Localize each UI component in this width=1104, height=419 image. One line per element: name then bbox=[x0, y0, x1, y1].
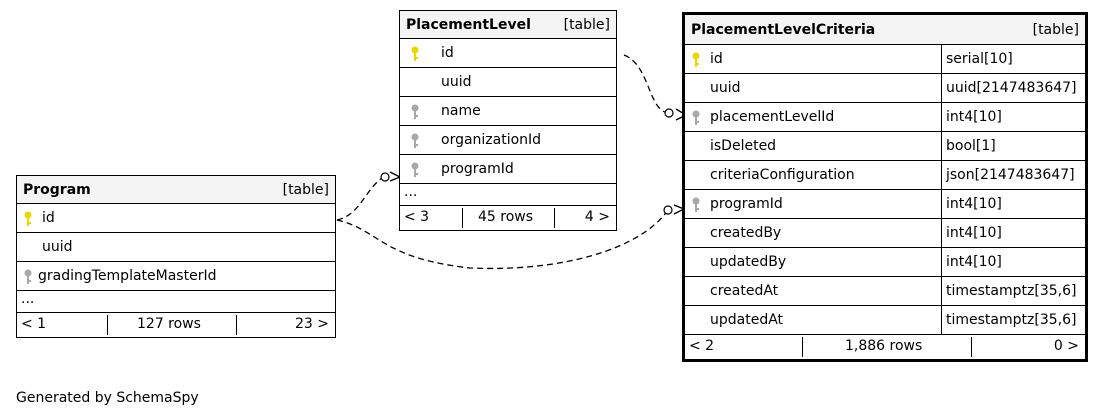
column-row[interactable]: programId int4[10] bbox=[685, 190, 1085, 219]
column-name: id bbox=[441, 45, 454, 61]
table-footer: < 3 45 rows 4 > bbox=[400, 206, 616, 230]
row-count: 1,886 rows bbox=[845, 338, 923, 354]
column-row[interactable]: updatedAt timestamptz[35,6] bbox=[685, 306, 1085, 335]
column-type: bool[1] bbox=[941, 132, 996, 160]
foreign-key-icon bbox=[411, 104, 419, 119]
column-type: int4[10] bbox=[941, 219, 1002, 247]
column-row[interactable]: createdBy int4[10] bbox=[685, 219, 1085, 248]
table-header: PlacementLevel [table] bbox=[400, 11, 616, 39]
column-name: updatedBy bbox=[710, 254, 787, 270]
children-count[interactable]: 23 > bbox=[295, 316, 329, 332]
column-name: gradingTemplateMasterId bbox=[38, 268, 217, 284]
column-name: programId bbox=[710, 196, 783, 212]
table-type-label: [table] bbox=[563, 16, 610, 33]
foreign-key-icon bbox=[692, 197, 700, 212]
column-type: int4[10] bbox=[941, 248, 1002, 276]
optional-marker bbox=[663, 205, 673, 215]
foreign-key-icon bbox=[692, 110, 700, 125]
table-footer: < 1 127 rows 23 > bbox=[17, 313, 335, 337]
table-type-label: [table] bbox=[1032, 21, 1079, 38]
column-type: uuid[2147483647] bbox=[941, 74, 1077, 102]
column-type: int4[10] bbox=[941, 103, 1002, 131]
table-placementlevel[interactable]: PlacementLevel [table] id uuid name orga… bbox=[399, 10, 617, 231]
table-header: Program [table] bbox=[17, 176, 335, 204]
table-header: PlacementLevelCriteria [table] bbox=[685, 15, 1085, 45]
parents-count[interactable]: < 2 bbox=[689, 338, 715, 354]
link-placementlevel-criteria bbox=[623, 54, 669, 114]
column-name: id bbox=[42, 210, 55, 226]
column-name: name bbox=[441, 103, 481, 119]
column-row[interactable]: uuid uuid[2147483647] bbox=[685, 74, 1085, 103]
primary-key-icon bbox=[692, 52, 700, 67]
column-name: placementLevelId bbox=[710, 109, 835, 125]
column-row[interactable]: gradingTemplateMasterId bbox=[17, 262, 335, 291]
column-row[interactable]: name bbox=[400, 97, 616, 126]
column-name: updatedAt bbox=[710, 312, 784, 328]
table-type-label: [table] bbox=[282, 181, 329, 198]
column-type: serial[10] bbox=[941, 45, 1013, 73]
table-name: PlacementLevelCriteria bbox=[691, 21, 876, 38]
column-name: uuid bbox=[710, 80, 741, 96]
link-program-criteria bbox=[336, 209, 669, 270]
table-name: Program bbox=[23, 181, 91, 198]
column-type: int4[10] bbox=[941, 190, 1002, 218]
column-type: json[2147483647] bbox=[941, 161, 1075, 189]
column-row[interactable]: organizationId bbox=[400, 126, 616, 155]
column-row[interactable]: uuid bbox=[17, 233, 335, 262]
column-row[interactable]: programId bbox=[400, 155, 616, 184]
table-placementlevelcriteria[interactable]: PlacementLevelCriteria [table] id serial[… bbox=[682, 12, 1088, 362]
foreign-key-icon bbox=[24, 269, 32, 284]
column-name: createdAt bbox=[710, 283, 779, 299]
children-count[interactable]: 4 > bbox=[584, 209, 610, 225]
optional-marker bbox=[380, 172, 390, 182]
row-count: 45 rows bbox=[478, 209, 534, 225]
column-row[interactable]: id bbox=[400, 39, 616, 68]
column-name: isDeleted bbox=[710, 138, 777, 154]
link-program-placementlevel bbox=[336, 177, 383, 221]
parents-count[interactable]: < 1 bbox=[21, 316, 47, 332]
generator-note: Generated by SchemaSpy bbox=[16, 390, 199, 406]
more-columns: ... bbox=[400, 184, 616, 206]
foreign-key-icon bbox=[411, 162, 419, 177]
column-name: criteriaConfiguration bbox=[710, 167, 855, 183]
column-name: programId bbox=[441, 161, 514, 177]
row-count: 127 rows bbox=[137, 316, 201, 332]
column-name: organizationId bbox=[441, 132, 542, 148]
column-row[interactable]: id serial[10] bbox=[685, 45, 1085, 74]
column-type: timestamptz[35,6] bbox=[941, 306, 1076, 334]
column-name: createdBy bbox=[710, 225, 782, 241]
optional-marker bbox=[664, 108, 674, 118]
column-row[interactable]: isDeleted bool[1] bbox=[685, 132, 1085, 161]
column-row[interactable]: createdAt timestamptz[35,6] bbox=[685, 277, 1085, 306]
column-row[interactable]: updatedBy int4[10] bbox=[685, 248, 1085, 277]
column-row[interactable]: id bbox=[17, 204, 335, 233]
table-program[interactable]: Program [table] id uuid gradingTemplateM… bbox=[16, 175, 336, 338]
parents-count[interactable]: < 3 bbox=[404, 209, 430, 225]
primary-key-icon bbox=[24, 211, 32, 226]
children-count[interactable]: 0 > bbox=[1053, 338, 1079, 354]
table-footer: < 2 1,886 rows 0 > bbox=[685, 335, 1085, 359]
column-type: timestamptz[35,6] bbox=[941, 277, 1076, 305]
column-name: uuid bbox=[441, 74, 472, 90]
column-name: id bbox=[710, 51, 723, 67]
foreign-key-icon bbox=[411, 133, 419, 148]
more-columns: ... bbox=[17, 291, 335, 313]
primary-key-icon bbox=[411, 46, 419, 61]
table-name: PlacementLevel bbox=[406, 16, 531, 33]
column-name: uuid bbox=[42, 239, 73, 255]
column-row[interactable]: uuid bbox=[400, 68, 616, 97]
column-row[interactable]: placementLevelId int4[10] bbox=[685, 103, 1085, 132]
column-row[interactable]: criteriaConfiguration json[2147483647] bbox=[685, 161, 1085, 190]
